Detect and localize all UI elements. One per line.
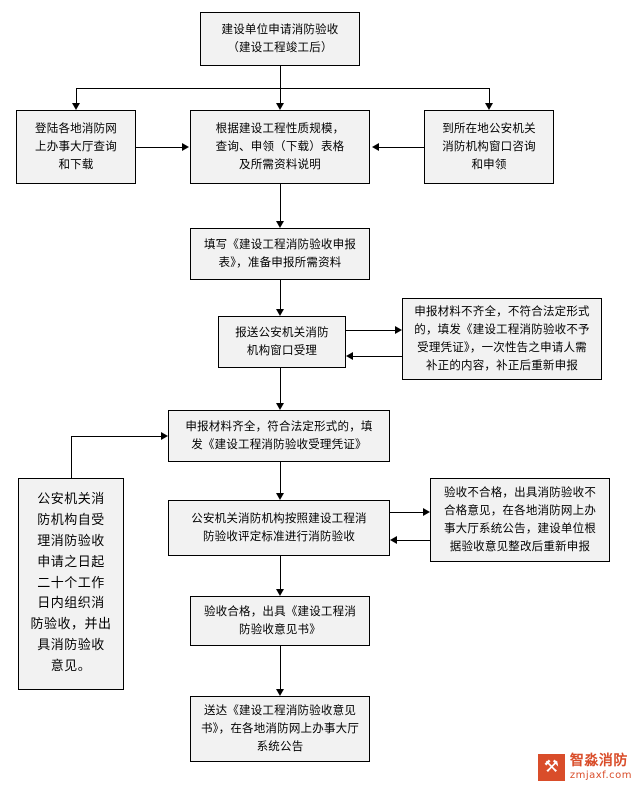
connector-pass-to-deliver — [280, 646, 281, 689]
arrow-submit-to-accept — [276, 403, 284, 410]
watermark-logo-icon: ⚒ — [537, 753, 565, 781]
connector-accept-to-check — [280, 462, 281, 493]
arrow-check-to-pass — [276, 589, 284, 596]
connector-inquire-to-fill — [280, 184, 281, 221]
connector-submit-to-reject — [346, 330, 395, 331]
watermark-text: 智淼消防 zmjaxf.com — [570, 753, 632, 781]
connector-online-to-inquire — [136, 147, 182, 148]
arrow-accept-to-check — [276, 493, 284, 500]
arrow-fill-to-submit — [276, 309, 284, 316]
connector-check-to-fail — [390, 512, 423, 513]
node-submit-window: 报送公安机关消防 机构窗口受理 — [218, 316, 346, 368]
arrow-to-inquire — [276, 103, 284, 110]
watermark-title: 智淼消防 — [569, 753, 628, 770]
connector-fill-to-submit — [280, 280, 281, 309]
node-reject-notice: 申报材料不齐全，不符合法定形式 的，填发《建设工程消防验收不予 受理凭证》，一次… — [402, 298, 602, 380]
connector-bus-right-drop — [489, 88, 490, 103]
watermark-subtitle: zmjaxf.com — [569, 769, 632, 781]
arrow-window-to-inquire — [372, 143, 379, 151]
node-sidebar-time-limit: 公安机关消 防机构自受 理消防验收 申请之日起 二十个工作 日内组织消 防验收，… — [18, 478, 124, 690]
watermark: ⚒ 智淼消防 zmjaxf.com — [537, 753, 632, 781]
connector-bus-left-drop — [76, 88, 77, 103]
node-inspection-failed: 验收不合格，出具消防验收不 合格意见，在各地消防网上办 事大厅系统公告，建设单位… — [430, 478, 610, 562]
arrow-to-ps-window — [485, 103, 493, 110]
arrow-submit-to-reject — [395, 326, 402, 334]
connector-apply-down — [280, 66, 281, 88]
node-fill-form: 填写《建设工程消防验收申报 表》，准备申报所需资料 — [190, 228, 370, 280]
node-online-hall: 登陆各地消防网 上办事大厅查询 和下载 — [16, 110, 136, 184]
connector-bus-center-drop — [280, 88, 281, 103]
arrow-inquire-to-fill — [276, 221, 284, 228]
arrow-check-to-fail — [423, 508, 430, 516]
node-inspection-passed: 验收合格，出具《建设工程消 防验收意见书》 — [190, 596, 370, 646]
connector-bus-horizontal — [76, 88, 489, 89]
arrow-online-to-inquire — [182, 143, 189, 151]
connector-fail-to-check — [397, 540, 430, 541]
arrow-to-online-hall — [72, 103, 80, 110]
node-fire-inspection: 公安机关消防机构按照建设工程消 防验收评定标准进行消防验收 — [168, 500, 390, 556]
connector-reject-to-submit — [353, 356, 402, 357]
node-public-security-window: 到所在地公安机关 消防机构窗口咨询 和申领 — [424, 110, 554, 184]
node-accept-notice: 申报材料齐全，符合法定形式的，填 发《建设工程消防验收受理凭证》 — [168, 410, 390, 462]
arrow-reject-to-submit — [346, 352, 353, 360]
connector-check-to-pass — [280, 556, 281, 589]
arrow-pass-to-deliver — [276, 689, 284, 696]
node-inquire-forms: 根据建设工程性质规模， 查询、申领（下载）表格 及所需资料说明 — [190, 110, 370, 184]
connector-window-to-inquire — [379, 147, 424, 148]
arrow-sidebar-to-accept — [161, 432, 168, 440]
arrow-fail-to-check — [390, 536, 397, 544]
connector-sidebar-elbow-horizontal — [71, 436, 161, 437]
connector-submit-to-accept — [280, 368, 281, 403]
connector-sidebar-elbow-vertical — [71, 436, 72, 478]
node-deliver-opinion: 送达《建设工程消防验收意见 书》，在各地消防网上办事大厅 系统公告 — [190, 696, 370, 762]
node-apply: 建设单位申请消防验收 （建设工程竣工后） — [200, 12, 360, 66]
